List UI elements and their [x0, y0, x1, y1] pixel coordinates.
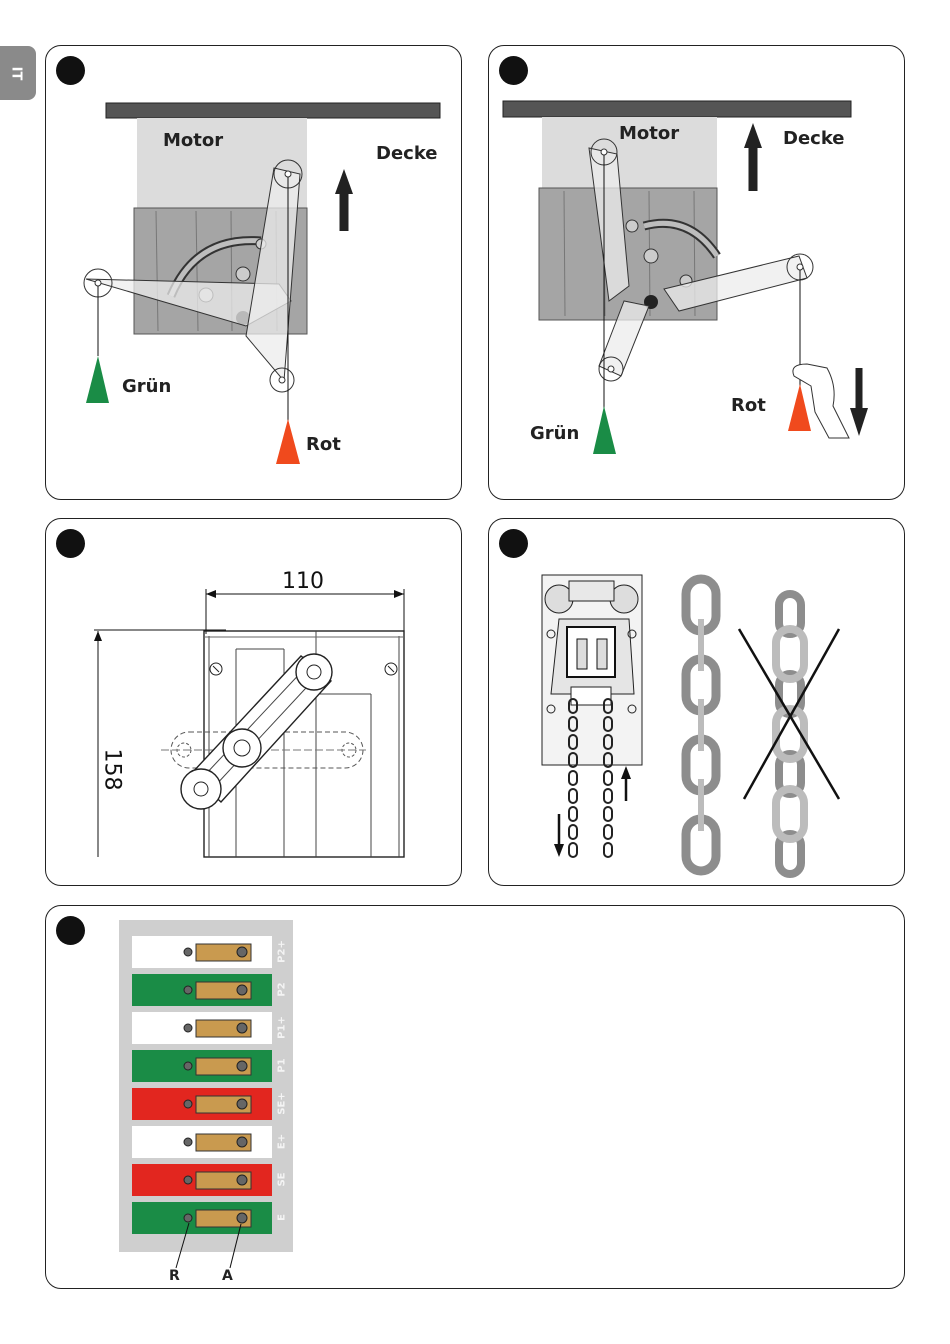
terminal-label: P2	[277, 975, 288, 1005]
green-label: Grün	[122, 376, 171, 397]
language-tab-label: IT	[8, 67, 23, 81]
marker-r-label: R	[169, 1268, 180, 1284]
figure-1-drawing	[46, 46, 461, 499]
figure-4-drawing	[489, 519, 904, 885]
figure-3-drawing	[46, 519, 461, 885]
figure-4-panel	[488, 518, 905, 886]
red-label: Rot	[306, 434, 341, 455]
terminal-label: P2+	[277, 937, 288, 967]
ceiling-label: Decke	[376, 143, 438, 164]
width-dimension: 110	[282, 569, 324, 594]
terminal-label: SE+	[277, 1089, 288, 1119]
figure-1-panel: Motor Decke Grün Rot	[45, 45, 462, 500]
terminal-label: P1	[277, 1051, 288, 1081]
figure-5-panel: P2+ P2 P1+ P1 SE+ E+ SE E R A	[45, 905, 905, 1289]
figure-3-panel: 110 158	[45, 518, 462, 886]
terminal-label: SE	[277, 1165, 288, 1195]
terminal-label: E+	[277, 1127, 288, 1157]
terminal-label: E	[277, 1203, 288, 1233]
terminal-label: P1+	[277, 1013, 288, 1043]
motor-label: Motor	[619, 123, 679, 144]
language-tab: IT	[0, 46, 36, 100]
figure-2-panel: Motor Decke Grün Rot	[488, 45, 905, 500]
ceiling-label: Decke	[783, 128, 845, 149]
green-label: Grün	[530, 423, 579, 444]
red-label: Rot	[731, 395, 766, 416]
height-dimension: 158	[100, 749, 125, 791]
motor-label: Motor	[163, 130, 223, 151]
figure-5-drawing	[46, 906, 904, 1288]
marker-a-label: A	[222, 1268, 233, 1284]
